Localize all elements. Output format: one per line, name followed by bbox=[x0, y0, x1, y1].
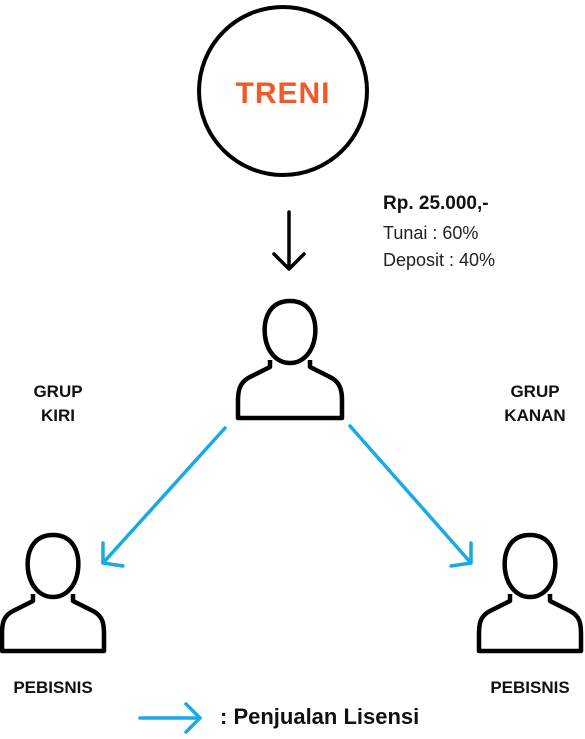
person-right-icon bbox=[476, 532, 584, 654]
legend-arrow-icon bbox=[138, 702, 202, 734]
person-left-icon bbox=[0, 532, 107, 654]
pebisnis-right-label: PEBISNIS bbox=[490, 678, 570, 697]
group-right-line1: GRUP bbox=[510, 382, 560, 401]
group-left-line2: KIRI bbox=[41, 406, 75, 425]
arrow-to-left-icon bbox=[101, 426, 227, 568]
person-top-icon bbox=[235, 298, 345, 421]
legend-text: : Penjualan Lisensi bbox=[220, 704, 420, 729]
group-right-line2: KANAN bbox=[504, 406, 566, 425]
tunai-line: Tunai : 60% bbox=[383, 223, 479, 243]
group-left-line1: GRUP bbox=[33, 382, 83, 401]
pebisnis-left-label: PEBISNIS bbox=[13, 678, 93, 697]
group-left-label: GRUP KIRI bbox=[18, 380, 98, 428]
deposit-line: Deposit : 40% bbox=[383, 250, 496, 270]
treni-circle bbox=[197, 5, 369, 177]
group-right-label: GRUP KANAN bbox=[490, 380, 580, 428]
treni-label: TRENI bbox=[235, 77, 331, 110]
price-label: Rp. 25.000,- bbox=[383, 193, 489, 214]
arrow-to-right-icon bbox=[348, 424, 473, 568]
down-arrow-icon bbox=[272, 210, 306, 271]
